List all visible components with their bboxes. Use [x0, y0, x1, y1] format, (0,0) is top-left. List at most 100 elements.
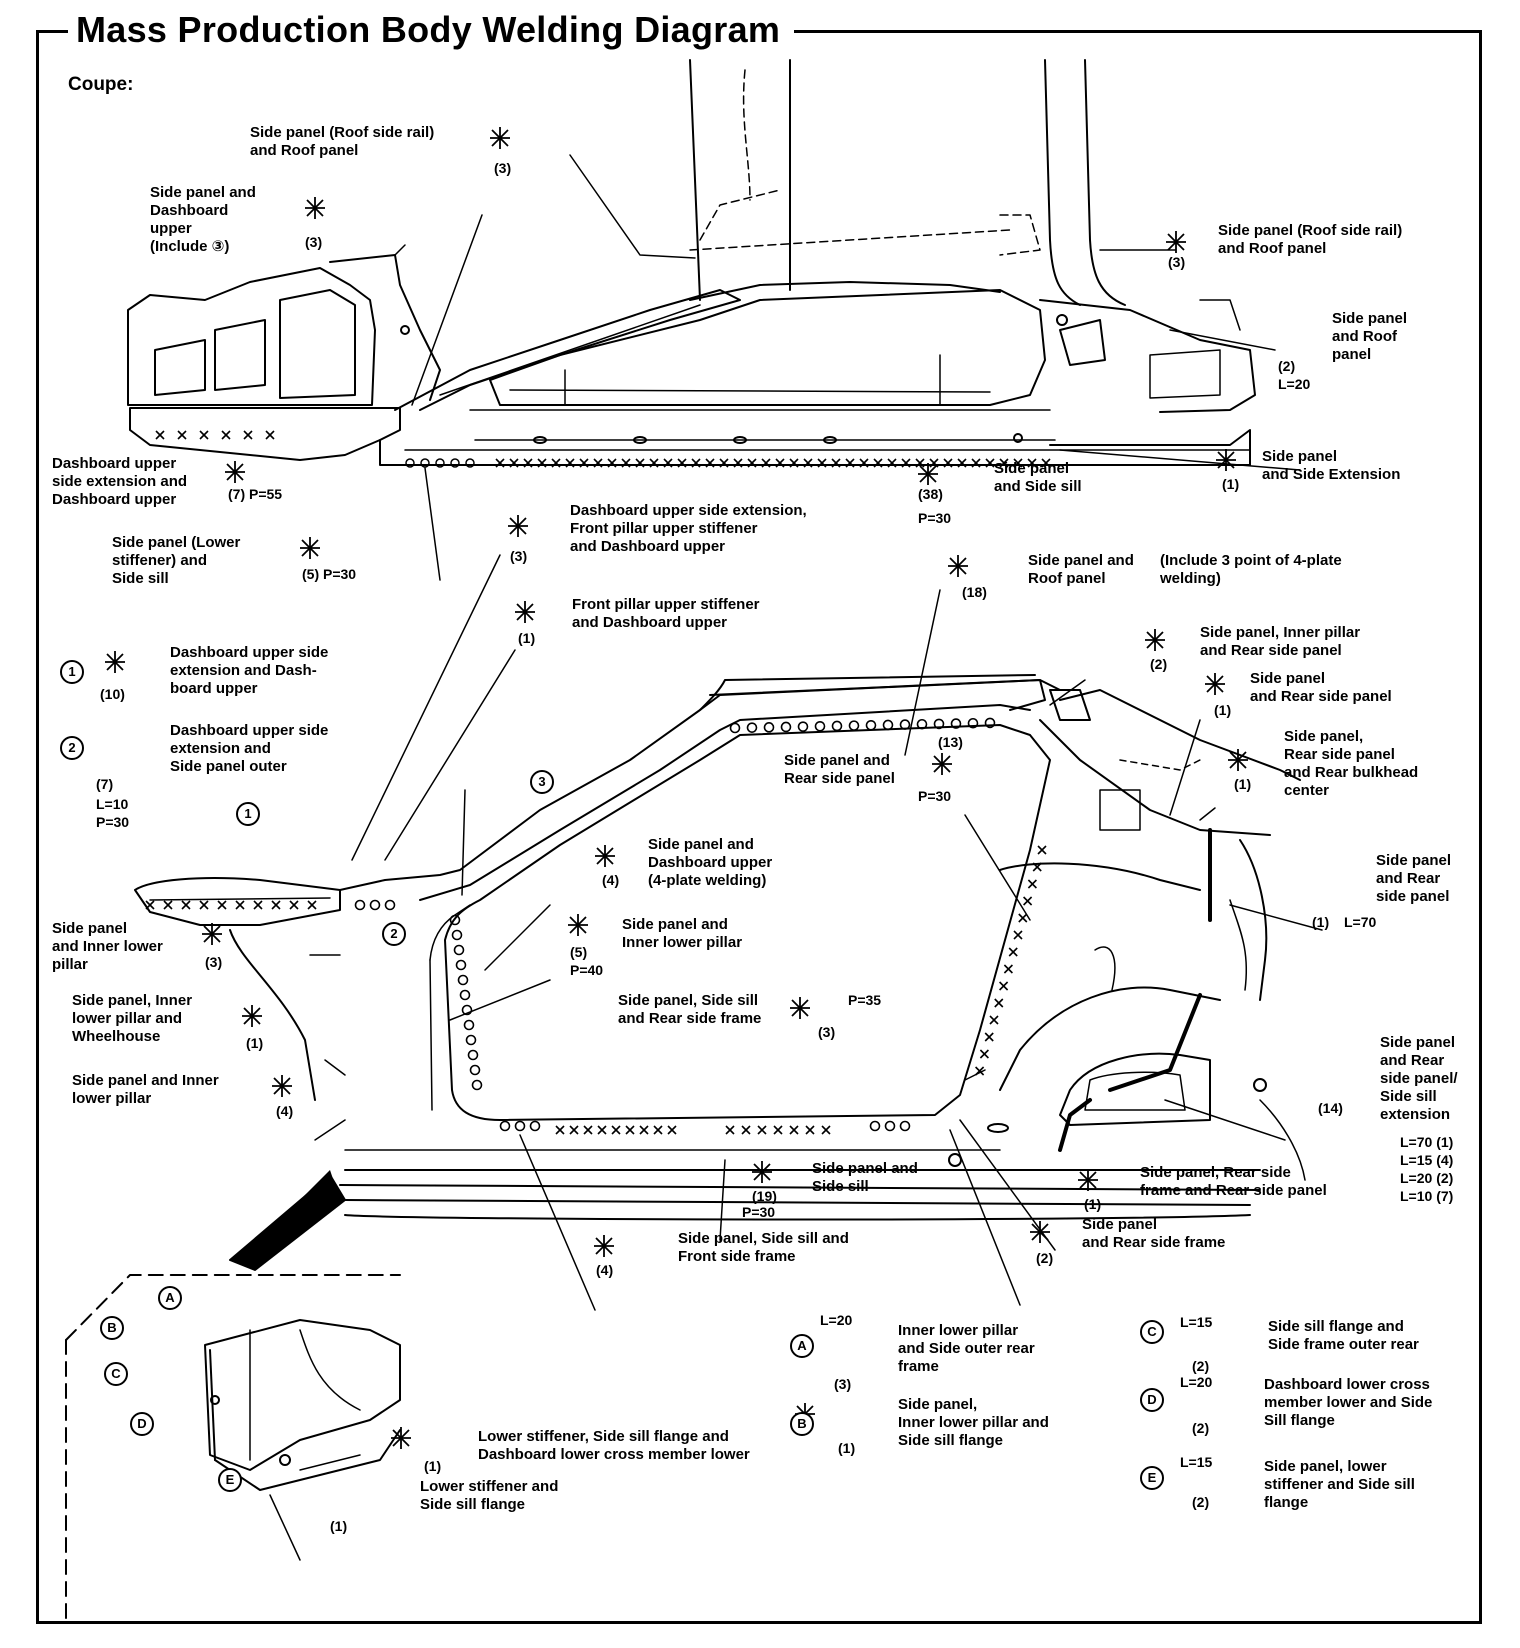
sill-weld-mark	[789, 458, 799, 468]
roof-weld-circle	[916, 718, 928, 730]
weld-label-line: and Rear side panel	[1200, 642, 1342, 659]
sill-weld-mark	[1013, 458, 1023, 468]
seam-weld-lines	[1058, 828, 1212, 1152]
weld-label-line: upper	[150, 220, 192, 237]
weld-label-line: and Side Extension	[1262, 466, 1401, 483]
weld-count-c20: (3)	[205, 954, 223, 970]
weld-count-c30b: L=20	[820, 1312, 853, 1328]
lower-sill-weld-mark	[805, 1125, 815, 1135]
weld-count-c31b: L=15	[1180, 1314, 1213, 1330]
weld-count-c12: (2)	[1150, 656, 1168, 672]
pillar-weld-circle	[451, 929, 463, 941]
circle-marker-mB2: B	[790, 1412, 814, 1436]
pillar-weld-circle	[469, 1064, 481, 1076]
weld-label-line: member lower and Side	[1264, 1394, 1433, 1411]
upper-spot-welds	[405, 458, 475, 468]
weld-count-c29: (2)	[1036, 1250, 1054, 1266]
weld-label-line: Side panel	[1250, 670, 1326, 687]
lower-sill-weld-mark	[569, 1125, 579, 1135]
weld-count-c03: (3)	[1168, 254, 1186, 270]
weld-count-c01: (3)	[494, 160, 512, 176]
weld-count-c35: (2)	[1192, 1494, 1210, 1510]
lower-sill-weld-mark	[773, 1125, 783, 1135]
spot-weld-icon	[948, 555, 968, 577]
weld-label-line: Inner lower pillar	[898, 1322, 1019, 1339]
sill-weld-mark	[537, 458, 547, 468]
weld-count-c28: (4)	[596, 1262, 614, 1278]
weld-label-line: Side panel	[1380, 1034, 1456, 1051]
body-type-label: Coupe:	[68, 74, 134, 95]
bpillar-weld-mark	[984, 1032, 994, 1042]
spot-weld-icon	[225, 461, 245, 483]
weld-count-c08: (5) P=30	[302, 566, 357, 582]
weld-label-l03: Side panel (Roof side rail)and Roof pane…	[1218, 222, 1402, 258]
weld-label-line: side panel/	[1380, 1070, 1458, 1087]
roof-weld-circle	[814, 720, 826, 732]
weld-label-line: extension and Dash-	[170, 662, 317, 679]
circle-marker-m2: 2	[60, 736, 84, 760]
weld-count-c26: (19)	[752, 1188, 777, 1204]
weld-count-c25c: L=15 (4)	[1400, 1152, 1454, 1168]
weld-label-line: Roof panel	[1028, 570, 1106, 587]
sill-weld-mark	[971, 458, 981, 468]
upper-body-outline	[127, 59, 1256, 466]
weld-label-line: Side panel and	[812, 1160, 918, 1177]
weld-label-line: stiffener) and	[112, 552, 208, 569]
weld-label-line: side panel	[1376, 888, 1450, 905]
sill-weld-circle	[869, 1120, 881, 1132]
weld-label-line: Dashboard upper side	[170, 644, 329, 661]
pillar-weld-circle	[457, 974, 469, 986]
weld-count-c31: (2)	[1192, 1358, 1210, 1374]
sill-weld-mark	[831, 458, 841, 468]
weld-count-c11: (1)	[518, 630, 536, 646]
sill-weld-mark	[663, 458, 673, 468]
weld-label-line: panel	[1332, 346, 1372, 363]
pillar-weld-circle	[471, 1079, 483, 1091]
circle-marker-mC2: C	[1140, 1320, 1164, 1344]
weld-label-line: Side panel, Inner	[72, 992, 193, 1009]
spot-weld-icon	[515, 601, 535, 623]
pillar-weld-circle	[465, 1034, 477, 1046]
sill-weld-circle	[354, 899, 366, 911]
circle-marker-mC: C	[104, 1362, 128, 1386]
weld-label-line: Side frame outer rear	[1268, 1336, 1419, 1353]
weld-label-line: board upper	[170, 680, 258, 697]
weld-label-line: Side panel	[1376, 852, 1452, 869]
weld-label-line: (4-plate welding)	[648, 872, 767, 889]
sill-weld-mark	[761, 458, 771, 468]
weld-label-line: extension	[1380, 1106, 1451, 1123]
spot-weld-icon	[105, 651, 125, 673]
sill-weld-mark	[901, 458, 911, 468]
apron-weld-mark	[235, 900, 245, 910]
spot-weld-icon	[508, 515, 528, 537]
weld-count-c10: (18)	[962, 584, 987, 600]
sill-weld-mark	[1027, 458, 1037, 468]
roof-weld-circle	[865, 719, 877, 731]
spot-weld-icon	[1216, 449, 1236, 471]
sill-weld-mark	[943, 458, 953, 468]
weld-count-c25e: L=10 (7)	[1400, 1188, 1454, 1204]
spot-weld-icon	[202, 923, 222, 945]
bpillar-weld-mark	[989, 1015, 999, 1025]
spot-weld-icon	[490, 127, 510, 149]
weld-count-c21b: P=40	[570, 962, 604, 978]
weld-label-line: side extension and	[52, 473, 188, 490]
spot-weld-icon	[305, 197, 325, 219]
weld-count-c22: (1)	[246, 1035, 264, 1051]
